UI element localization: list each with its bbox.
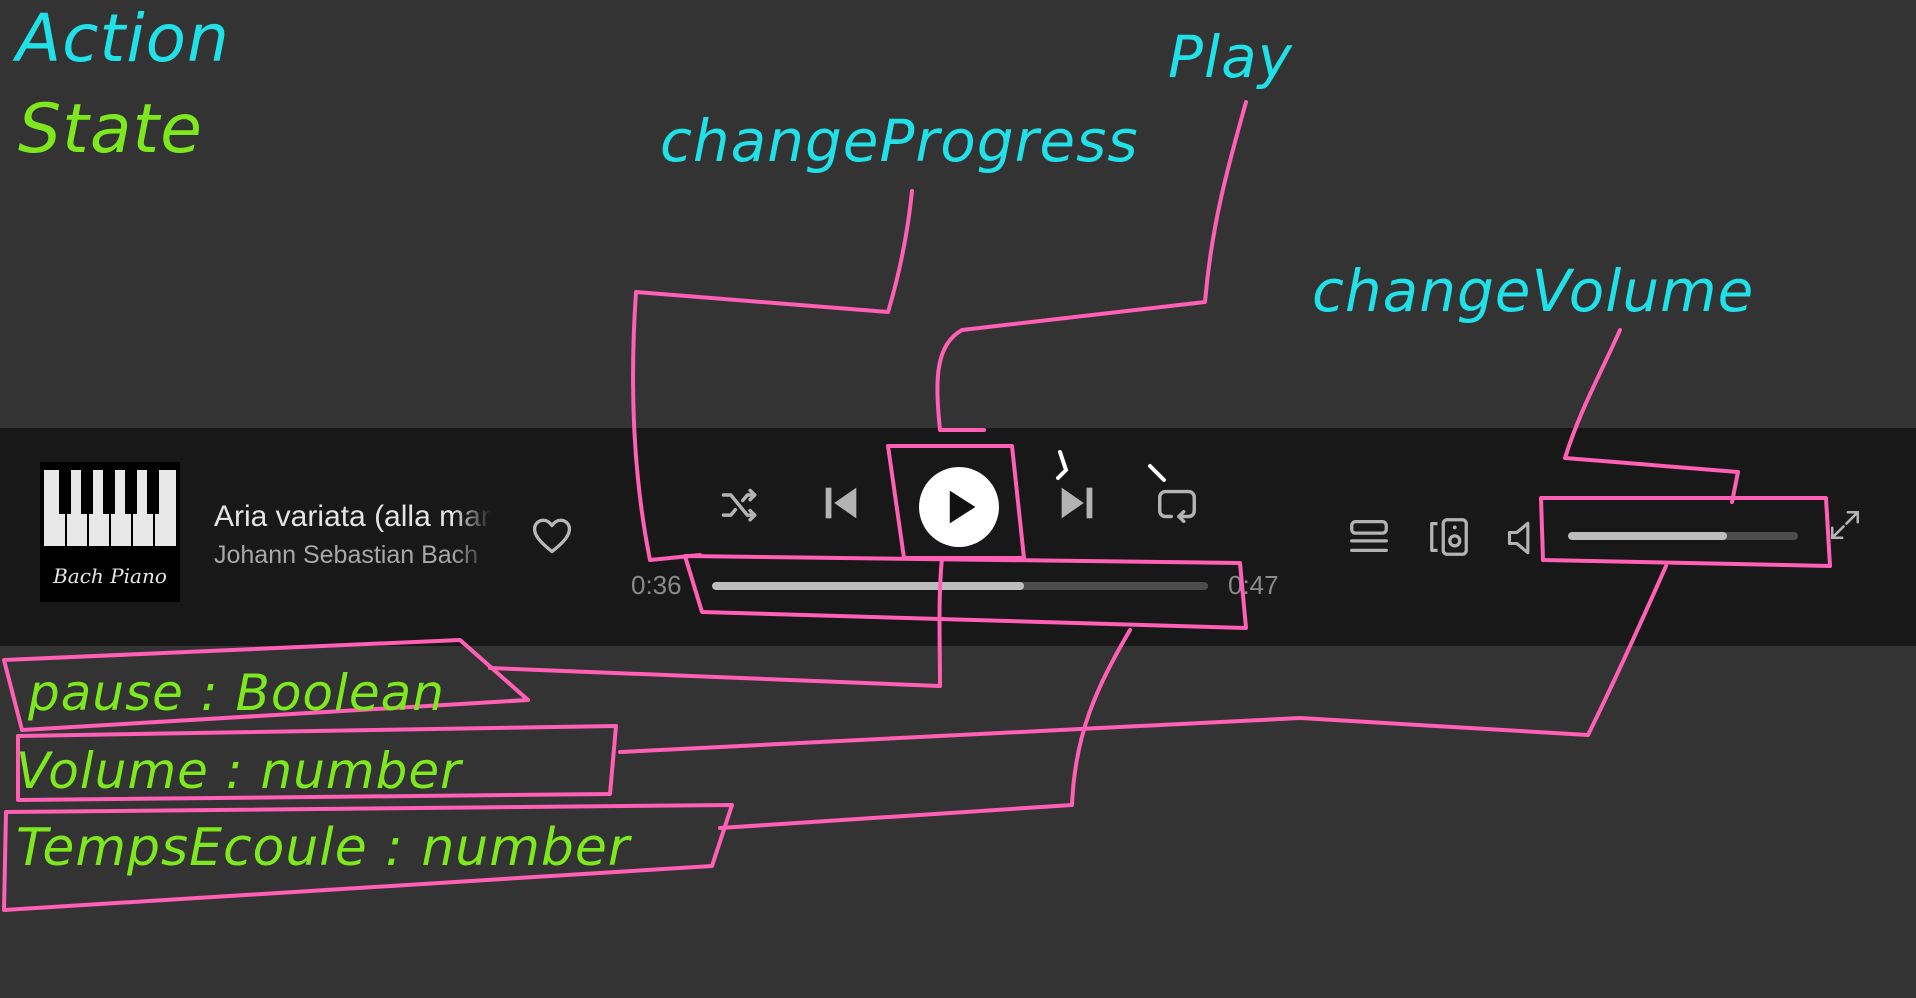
track-duration: 0:47 <box>1228 570 1279 600</box>
label-temps-ecoule: TempsEcoule : number <box>16 818 631 878</box>
label-change-progress: changeProgress <box>660 107 1139 175</box>
track-title[interactable]: Aria variata (alla maniera italiana) <box>214 500 492 533</box>
album-cover: Bach Piano <box>40 462 180 602</box>
volume-icon[interactable] <box>1504 516 1548 560</box>
elapsed-time: 0:36 <box>631 570 682 600</box>
label-pause: pause : Boolean <box>28 664 445 722</box>
player-bar: Bach Piano Aria variata (alla maniera it… <box>0 428 1916 646</box>
piano-keys-icon <box>44 470 176 546</box>
skip-next-icon[interactable] <box>1054 480 1100 526</box>
legend-action: Action <box>16 0 230 77</box>
shuffle-icon[interactable] <box>718 484 762 528</box>
repeat-icon[interactable] <box>1154 482 1200 528</box>
cover-text: Bach Piano <box>53 564 167 588</box>
skip-previous-icon[interactable] <box>818 480 864 526</box>
volume-bar[interactable] <box>1568 532 1798 540</box>
volume-fill <box>1568 532 1727 540</box>
play-button[interactable] <box>918 466 1000 548</box>
progress-fill <box>712 582 1025 590</box>
label-change-volume: changeVolume <box>1312 257 1755 325</box>
fullscreen-icon[interactable] <box>1828 508 1862 542</box>
progress-bar[interactable] <box>712 582 1208 590</box>
track-artist[interactable]: Johann Sebastian Bach <box>214 541 479 569</box>
heart-icon[interactable] <box>530 514 574 558</box>
label-play: Play <box>1168 23 1293 91</box>
label-volume: Volume : number <box>16 742 462 800</box>
devices-icon[interactable] <box>1426 514 1472 560</box>
legend-state: State <box>18 90 203 169</box>
queue-icon[interactable] <box>1346 514 1392 560</box>
